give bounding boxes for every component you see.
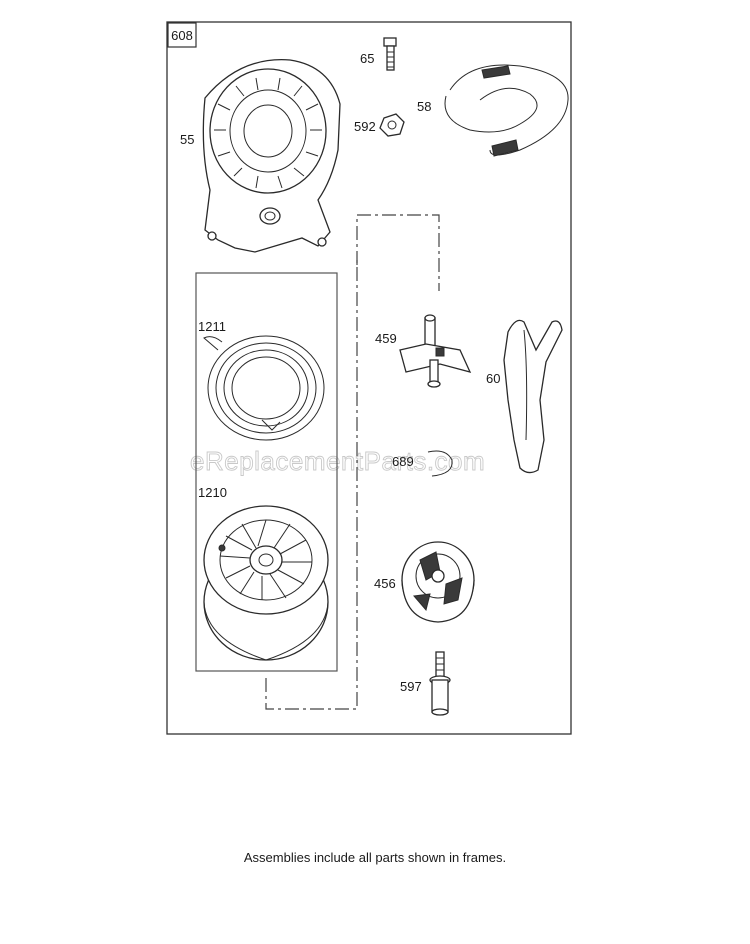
part-label-456: 456: [374, 576, 396, 591]
part-label-60: 60: [486, 371, 500, 386]
retainer-clip-part[interactable]: [427, 450, 453, 477]
assembly-number-box: 608: [167, 22, 197, 48]
bolt-part[interactable]: [383, 37, 397, 71]
part-label-65: 65: [360, 51, 374, 66]
shoulder-screw-part[interactable]: [429, 651, 451, 716]
assembly-number: 608: [171, 28, 193, 43]
part-label-592: 592: [354, 119, 376, 134]
starter-cup-part[interactable]: [401, 541, 475, 623]
starter-rope-part[interactable]: [444, 64, 569, 157]
part-label-459: 459: [375, 331, 397, 346]
assemblies-note: Assemblies include all parts shown in fr…: [243, 850, 507, 865]
part-label-58: 58: [417, 99, 431, 114]
leader-line-right: [356, 214, 440, 291]
assembly-frame: [195, 272, 338, 672]
part-label-1211: 1211: [198, 319, 226, 334]
part-label-689: 689: [392, 454, 414, 469]
recoil-spring-part[interactable]: [203, 335, 325, 441]
sheet-frame: [166, 21, 572, 735]
part-label-1210: 1210: [198, 485, 227, 500]
leader-line-bottom: [265, 258, 358, 710]
starter-handle-part[interactable]: [503, 319, 563, 474]
nut-part[interactable]: [379, 113, 405, 137]
part-label-597: 597: [400, 679, 422, 694]
blower-housing-part[interactable]: [202, 59, 341, 253]
part-label-55: 55: [180, 132, 194, 147]
pawl-part[interactable]: [399, 314, 472, 388]
pulley-part[interactable]: [203, 505, 329, 661]
